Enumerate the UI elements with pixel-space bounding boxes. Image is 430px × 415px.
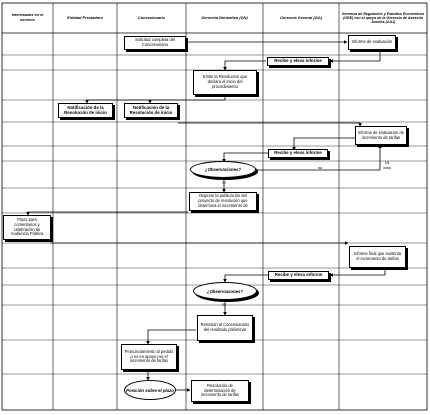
- lane-header-concesionario: Concesionario: [137, 14, 166, 20]
- label-si-1: Sí: [222, 180, 226, 185]
- node-notif-conc: Notificación de la Resolución de inicio: [124, 103, 178, 118]
- lane-header-gg: Gerencia General (GG): [280, 14, 322, 20]
- node-remision: Remisión al Concesionario del resultado …: [197, 315, 253, 341]
- arrow-notif-informe2: [178, 122, 362, 127]
- node-recibe-2: Recibe y eleva informe: [268, 149, 328, 158]
- node-solicitud: Solicitud completa del Concesionario: [124, 36, 186, 50]
- label-si-2: Sí: [222, 302, 226, 307]
- arrow-diamond1-no: [256, 144, 382, 171]
- arrow-informe-recibe1: [329, 50, 381, 63]
- node-diamond-observaciones-2: ¿Observaciones?: [193, 282, 257, 300]
- lane-header-interesados: Interesados en el servicio: [11, 12, 44, 22]
- node-oval-posicion: Posición sobre el plazo: [124, 380, 176, 400]
- connectors: [26, 40, 386, 392]
- arrow-recibe1-emite: [223, 60, 266, 71]
- node-pronunciamiento: Pronunciamiento al pedido o no en apoyo …: [121, 344, 177, 370]
- node-publicacion: Dispone la publicación del proyecto de r…: [189, 192, 257, 211]
- node-plazo: Plazo para comentarios y celebración de …: [3, 215, 51, 240]
- node-recibe-1: Recibe y eleva informe: [267, 57, 329, 66]
- lane-header-gre: Gerencia de Regulación y Estudios Económ…: [341, 11, 425, 25]
- node-emite-resolucion: Emite la Resolución que declara el inici…: [193, 70, 257, 95]
- node-notif-ep: Notificación de la Resolución de inicio: [58, 103, 113, 118]
- arrow-remision-pronunciamiento: [146, 329, 196, 345]
- label-days: 15 días: [383, 160, 391, 170]
- node-informe-eval-incremento: Informe de evaluación de incremento de t…: [355, 126, 407, 145]
- arrow-informe2-recibe2: [292, 137, 356, 151]
- arrow-publicacion-plazo: [26, 211, 188, 216]
- arrow-recibe3-diamond2: [223, 274, 268, 283]
- label-no-1: no: [317, 165, 323, 170]
- lane-grid: [1, 2, 428, 411]
- node-informe-evaluacion: Informe de evaluación: [348, 35, 396, 50]
- lane-header-gn: Gerencia Normativa (GN): [201, 14, 248, 20]
- node-diamond-observaciones-1: ¿Observaciones?: [190, 161, 256, 178]
- node-recibe-3: Recibe y eleva informe: [268, 271, 329, 280]
- node-informe-final: Informe final que sustenta el incremento…: [349, 246, 406, 268]
- arrow-recibe2-diamond1: [222, 152, 268, 163]
- node-resolucion-final: Resolución de determinación de increment…: [191, 380, 249, 402]
- arrow-emite-notif: [85, 95, 226, 104]
- lane-header-entidad: Entidad Prestadora: [67, 14, 103, 20]
- arrow-informefinal-recibe3: [329, 268, 386, 277]
